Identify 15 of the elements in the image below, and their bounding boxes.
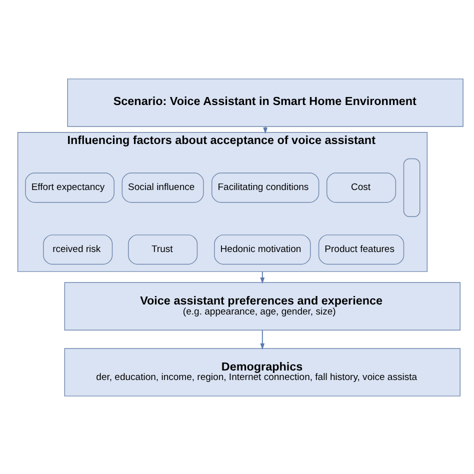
node-box: Facilitating conditions (211, 172, 319, 202)
node-box: Trust (128, 234, 198, 264)
arrow (260, 270, 264, 284)
node-box: Scenario: Voice Assistant in Smart Home Environment (66, 78, 463, 126)
node-box: Cost (326, 172, 396, 202)
node-box: Voice assistant preferences and experience (e.g. appearance, age, gender, size) (64, 282, 460, 330)
node-box: Demographics der, education, income, region, Internet connection, fall history, voice assista (64, 348, 460, 396)
node-box: Product features (318, 234, 404, 264)
node-box: Effort expectancy (24, 172, 114, 202)
node-box: rceived risk (42, 234, 112, 264)
node-box: Hedonic motivation (214, 234, 310, 264)
arrow (260, 329, 264, 350)
node-box (402, 158, 420, 216)
node-box: Social influence (121, 172, 204, 202)
arrow (262, 126, 268, 134)
